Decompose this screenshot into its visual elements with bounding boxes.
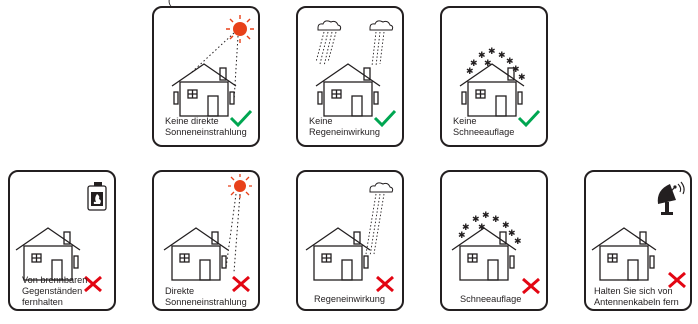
svg-text:✱: ✱ [478,51,486,61]
svg-text:✱: ✱ [498,51,506,61]
header-fragment: ( [168,0,172,7]
sun-icon [226,15,254,43]
house-illustration [315,20,394,117]
fire-canister-icon [87,182,107,211]
card-flammables: Von brennbaren Gegenständen fernhalten [8,170,116,311]
card-caption: Von brennbaren Gegenständen fernhalten [22,275,88,307]
snowflakes-icon: ✱✱✱ ✱✱✱ ✱✱✱ [466,47,526,83]
card-caption: Regeneinwirkung [314,294,385,304]
svg-text:✱: ✱ [484,59,492,69]
card-snow: ✱✱✱ ✱✱✱ ✱✱✱ Schneeauflage [440,170,548,311]
cross-mark-icon [522,277,540,295]
card-caption: Halten Sie sich von Antennenkabeln fern [594,286,679,307]
card-caption: Keine Regeneinwirkung [309,116,380,137]
svg-text:✱: ✱ [506,57,514,67]
card-caption: Schneeauflage [460,294,522,304]
cross-mark-icon [84,275,102,293]
svg-text:✱: ✱ [462,223,470,233]
svg-text:✱: ✱ [470,59,478,69]
cross-mark-icon [668,271,686,289]
svg-text:✱: ✱ [488,47,496,57]
card-caption: Keine Schneeauflage [453,116,515,137]
card-antenna: Halten Sie sich von Antennenkabeln fern [584,170,692,311]
card-no-direct-sunlight: Keine direkte Sonneneinstrahlung [152,6,260,147]
svg-text:✱: ✱ [508,229,516,239]
card-caption: Keine direkte Sonneneinstrahlung [165,116,247,137]
house-illustration [591,181,685,281]
svg-text:✱: ✱ [514,237,522,247]
svg-text:✱: ✱ [466,67,474,77]
card-no-snow: ✱✱✱ ✱✱✱ ✱✱✱ Keine Schneeauflage [440,6,548,147]
house-illustration [163,174,252,281]
rain-cloud-icon [365,182,394,257]
svg-text:✱: ✱ [518,73,526,83]
svg-text:✱: ✱ [502,221,510,231]
house-illustration: ✱✱✱ ✱✱✱ ✱✱✱ [451,211,522,281]
svg-text:✱: ✱ [478,223,486,233]
check-mark-icon [229,109,253,128]
check-mark-icon [373,109,397,128]
card-direct-sunlight: Direkte Sonneneinstrahlung [152,170,260,311]
house-illustration [305,182,394,281]
check-mark-icon [517,109,541,128]
snowflakes-icon: ✱✱✱ ✱✱✱ ✱✱✱ [458,211,522,247]
card-no-rain: Keine Regeneinwirkung [296,6,404,147]
sun-icon [228,174,252,198]
svg-text:✱: ✱ [458,231,466,241]
svg-text:✱: ✱ [472,215,480,225]
house-illustration [171,15,254,117]
rain-cloud-icon [315,20,342,67]
card-caption: Direkte Sonneneinstrahlung [165,286,247,307]
cross-mark-icon [232,275,250,293]
svg-text:✱: ✱ [482,211,490,221]
svg-text:✱: ✱ [492,215,500,225]
cross-mark-icon [376,275,394,293]
rain-cloud-icon [369,20,394,67]
svg-text:✱: ✱ [512,65,520,75]
house-illustration [15,182,107,281]
card-rain: Regeneinwirkung [296,170,404,311]
house-illustration: ✱✱✱ ✱✱✱ ✱✱✱ [459,47,526,117]
satellite-dish-icon [657,181,685,215]
